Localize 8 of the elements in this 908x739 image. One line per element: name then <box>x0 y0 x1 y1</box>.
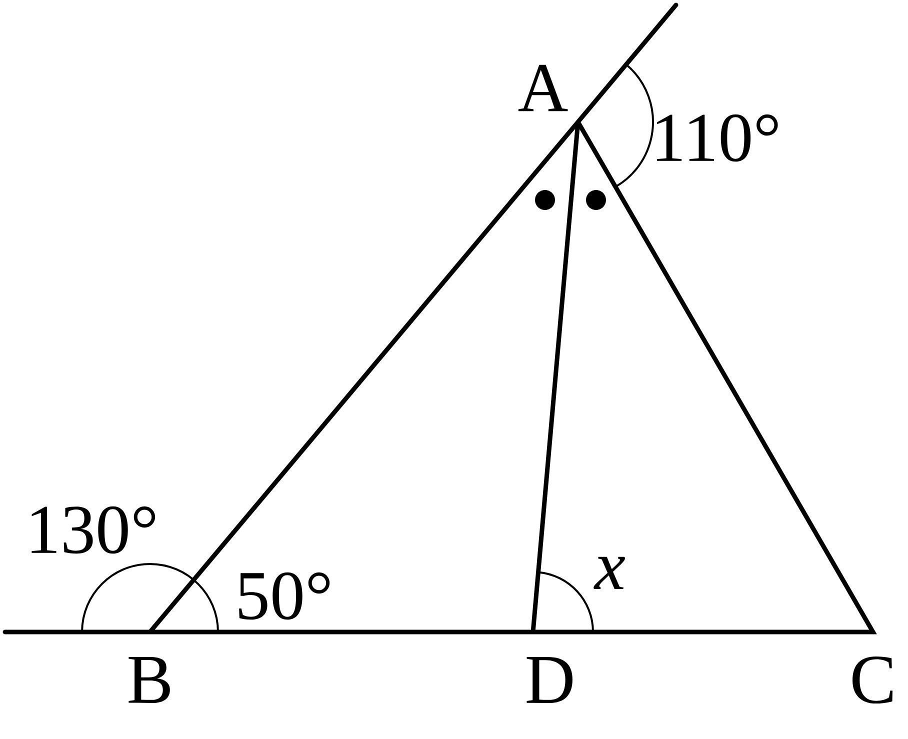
point-label: C <box>852 656 892 704</box>
point-label: D <box>526 657 572 703</box>
point-label: B <box>128 656 170 703</box>
angle-label: 110° <box>656 114 778 162</box>
angle-label: 130° <box>32 506 156 554</box>
angle-label: 50° <box>239 572 330 620</box>
point-label: A <box>518 64 568 112</box>
angle-label: x <box>594 556 626 590</box>
